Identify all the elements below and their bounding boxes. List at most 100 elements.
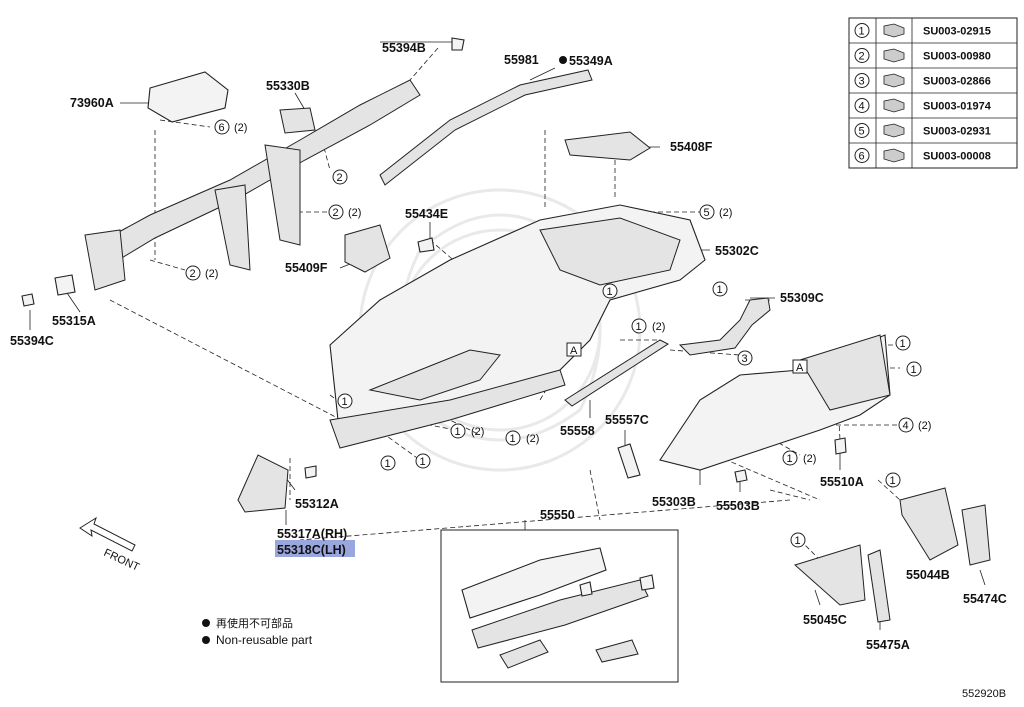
part-55330B-shape [94, 79, 421, 266]
part-73960A-shape [147, 71, 229, 123]
label-55330B[interactable]: 55330B [266, 79, 310, 93]
svg-text:1: 1 [890, 475, 896, 487]
part-table-num: 4 [859, 101, 865, 113]
label-55550[interactable]: 55550 [540, 508, 575, 522]
svg-text:5: 5 [704, 207, 710, 219]
callout-2: 2 (2) [328, 204, 361, 220]
highlight-55318C [275, 540, 355, 557]
front-arrow: FRONT [79, 516, 142, 574]
part-table-num: 6 [859, 151, 865, 163]
callout-qty: (2) [719, 207, 732, 219]
glovebox-inset [440, 529, 679, 683]
label-55409F[interactable]: 55409F [285, 261, 328, 275]
svg-text:2: 2 [190, 268, 196, 280]
part-table-code[interactable]: SU003-02931 [923, 126, 991, 138]
label-55408F[interactable]: 55408F [670, 140, 713, 154]
legend-en: Non-reusable part [216, 633, 313, 647]
callout-qty: (2) [234, 122, 247, 134]
callout-1: 1(2) [631, 318, 665, 334]
label-55315A[interactable]: 55315A [52, 314, 96, 328]
label-55510A[interactable]: 55510A [820, 475, 864, 489]
ref-box-2-label: A [796, 362, 804, 374]
svg-text:2: 2 [333, 207, 339, 219]
diagram-code: 552920B [962, 688, 1006, 700]
label-73960A[interactable]: 73960A [70, 96, 114, 110]
callout-1: 1(2) [450, 423, 484, 439]
label-55317A[interactable]: 55317A(RH) [277, 527, 347, 541]
callout-4: 4(2) [898, 417, 931, 433]
svg-text:1: 1 [510, 433, 516, 445]
callout-5: 5 (2) [699, 204, 732, 220]
front-label: FRONT [102, 547, 142, 574]
ref-box-1[interactable]: A [566, 342, 582, 357]
svg-text:1: 1 [607, 286, 613, 298]
callout-1: 1 [415, 453, 431, 469]
label-55312A[interactable]: 55312A [295, 497, 339, 511]
svg-text:2: 2 [337, 172, 343, 184]
callout-1: 1 [380, 455, 396, 471]
svg-text:1: 1 [385, 458, 391, 470]
callout-1: 1 [885, 472, 901, 488]
part-table-code[interactable]: SU003-02915 [923, 26, 991, 38]
svg-text:3: 3 [742, 353, 748, 365]
callout-qty: (2) [205, 268, 218, 280]
parts [21, 37, 991, 623]
label-55309C[interactable]: 55309C [780, 291, 824, 305]
bolt-icon [883, 148, 905, 163]
svg-text:1: 1 [787, 453, 793, 465]
label-55557C[interactable]: 55557C [605, 413, 649, 427]
ref-box-1-label: A [570, 345, 578, 357]
label-55434E[interactable]: 55434E [405, 207, 448, 221]
callout-qty: (2) [526, 433, 539, 445]
part-table-num: 5 [859, 126, 865, 138]
label-55045C[interactable]: 55045C [803, 613, 847, 627]
callout-2: 2 [332, 169, 348, 185]
label-55349A[interactable]: 55349A [569, 54, 613, 68]
ref-box-2[interactable]: A [792, 359, 808, 374]
label-55474C[interactable]: 55474C [963, 592, 1007, 606]
part-55309C-shape [678, 297, 771, 356]
callout-qty: (2) [348, 207, 361, 219]
bolt-icon [883, 98, 905, 113]
part-table-row: 4 SU003-01974 [854, 98, 992, 113]
legend: 再使用不可部品 Non-reusable part [202, 616, 313, 647]
svg-text:6: 6 [219, 122, 225, 134]
callout-1: 1 (2) [782, 450, 816, 466]
svg-text:1: 1 [636, 321, 642, 333]
svg-text:1: 1 [717, 284, 723, 296]
label-55394C[interactable]: 55394C [10, 334, 54, 348]
part-table-num: 1 [859, 26, 865, 38]
part-55317A-shape [237, 454, 289, 513]
callout-1: 1 [602, 283, 618, 299]
label-55475A[interactable]: 55475A [866, 638, 910, 652]
label-55558[interactable]: 55558 [560, 424, 595, 438]
svg-text:1: 1 [795, 535, 801, 547]
bolt-icon [883, 73, 905, 88]
callout-6: 6 (2) [214, 119, 247, 135]
label-55303B[interactable]: 55303B [652, 495, 696, 509]
label-55302C[interactable]: 55302C [715, 244, 759, 258]
label-55981[interactable]: 55981 [504, 53, 539, 67]
callout-3: 3 [737, 350, 753, 366]
svg-text:1: 1 [342, 396, 348, 408]
callout-1: 1 (2) [505, 430, 539, 446]
part-table-row: 6 SU003-00008 [854, 148, 991, 163]
part-55981-shape [379, 69, 593, 186]
legend-jp: 再使用不可部品 [216, 616, 293, 630]
callout-qty: (2) [803, 453, 816, 465]
svg-text:1: 1 [420, 456, 426, 468]
part-table-code[interactable]: SU003-02866 [923, 76, 991, 88]
part-55550-shape [461, 547, 607, 619]
callouts: 6 (2) 2 2 (2) 2 (2) 5 (2) 1 1 1 (2) 3 1 1 1 1… [185, 119, 931, 548]
part-table-code[interactable]: SU003-00980 [923, 51, 991, 63]
label-55503B[interactable]: 55503B [716, 499, 760, 513]
part-table-code[interactable]: SU003-00008 [923, 151, 991, 163]
label-55044B[interactable]: 55044B [906, 568, 950, 582]
label-55318C[interactable]: 55318C(LH) [277, 543, 346, 557]
part-table-code[interactable]: SU003-01974 [923, 101, 992, 113]
label-55394B[interactable]: 55394B [382, 41, 426, 55]
